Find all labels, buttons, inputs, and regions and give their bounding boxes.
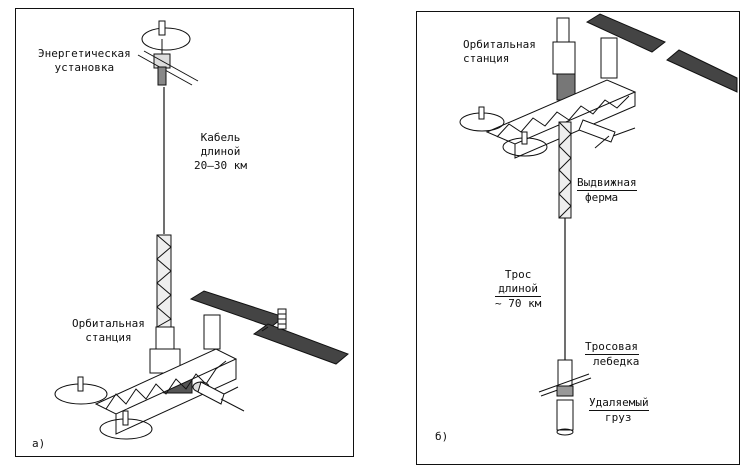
label-station-a: Орбитальная станция (72, 317, 145, 344)
station-b-illustration (459, 13, 738, 159)
winch-payload-illustration (538, 359, 592, 436)
label-station-b: Орбитальная станция (463, 38, 536, 65)
diagram-panel-a: Энергетическая установка Кабель длиной 2… (15, 8, 354, 457)
label-cable: Кабель длиной 20–30 км (194, 131, 247, 172)
panel-b-drawing (459, 13, 738, 436)
label-payload: Удаляемый груз (589, 396, 649, 424)
panel-a-drawing (54, 20, 349, 440)
label-extendable-truss: Выдвижная ферма (577, 176, 637, 204)
label-tether: Трос длиной ~ 70 км (495, 268, 542, 310)
label-winch: Тросовая лебедка (585, 340, 640, 368)
station-illustration (54, 290, 349, 440)
panel-b-letter: б) (435, 430, 449, 443)
extendable-truss (558, 121, 572, 219)
truss-mast (156, 234, 172, 328)
label-power-unit: Энергетическая установка (38, 47, 131, 74)
diagram-panel-b: Орбитальная станция Выдвижная ферма Трос… (416, 11, 740, 465)
power-unit-illustration (137, 20, 199, 86)
panel-a-letter: а) (32, 437, 46, 450)
